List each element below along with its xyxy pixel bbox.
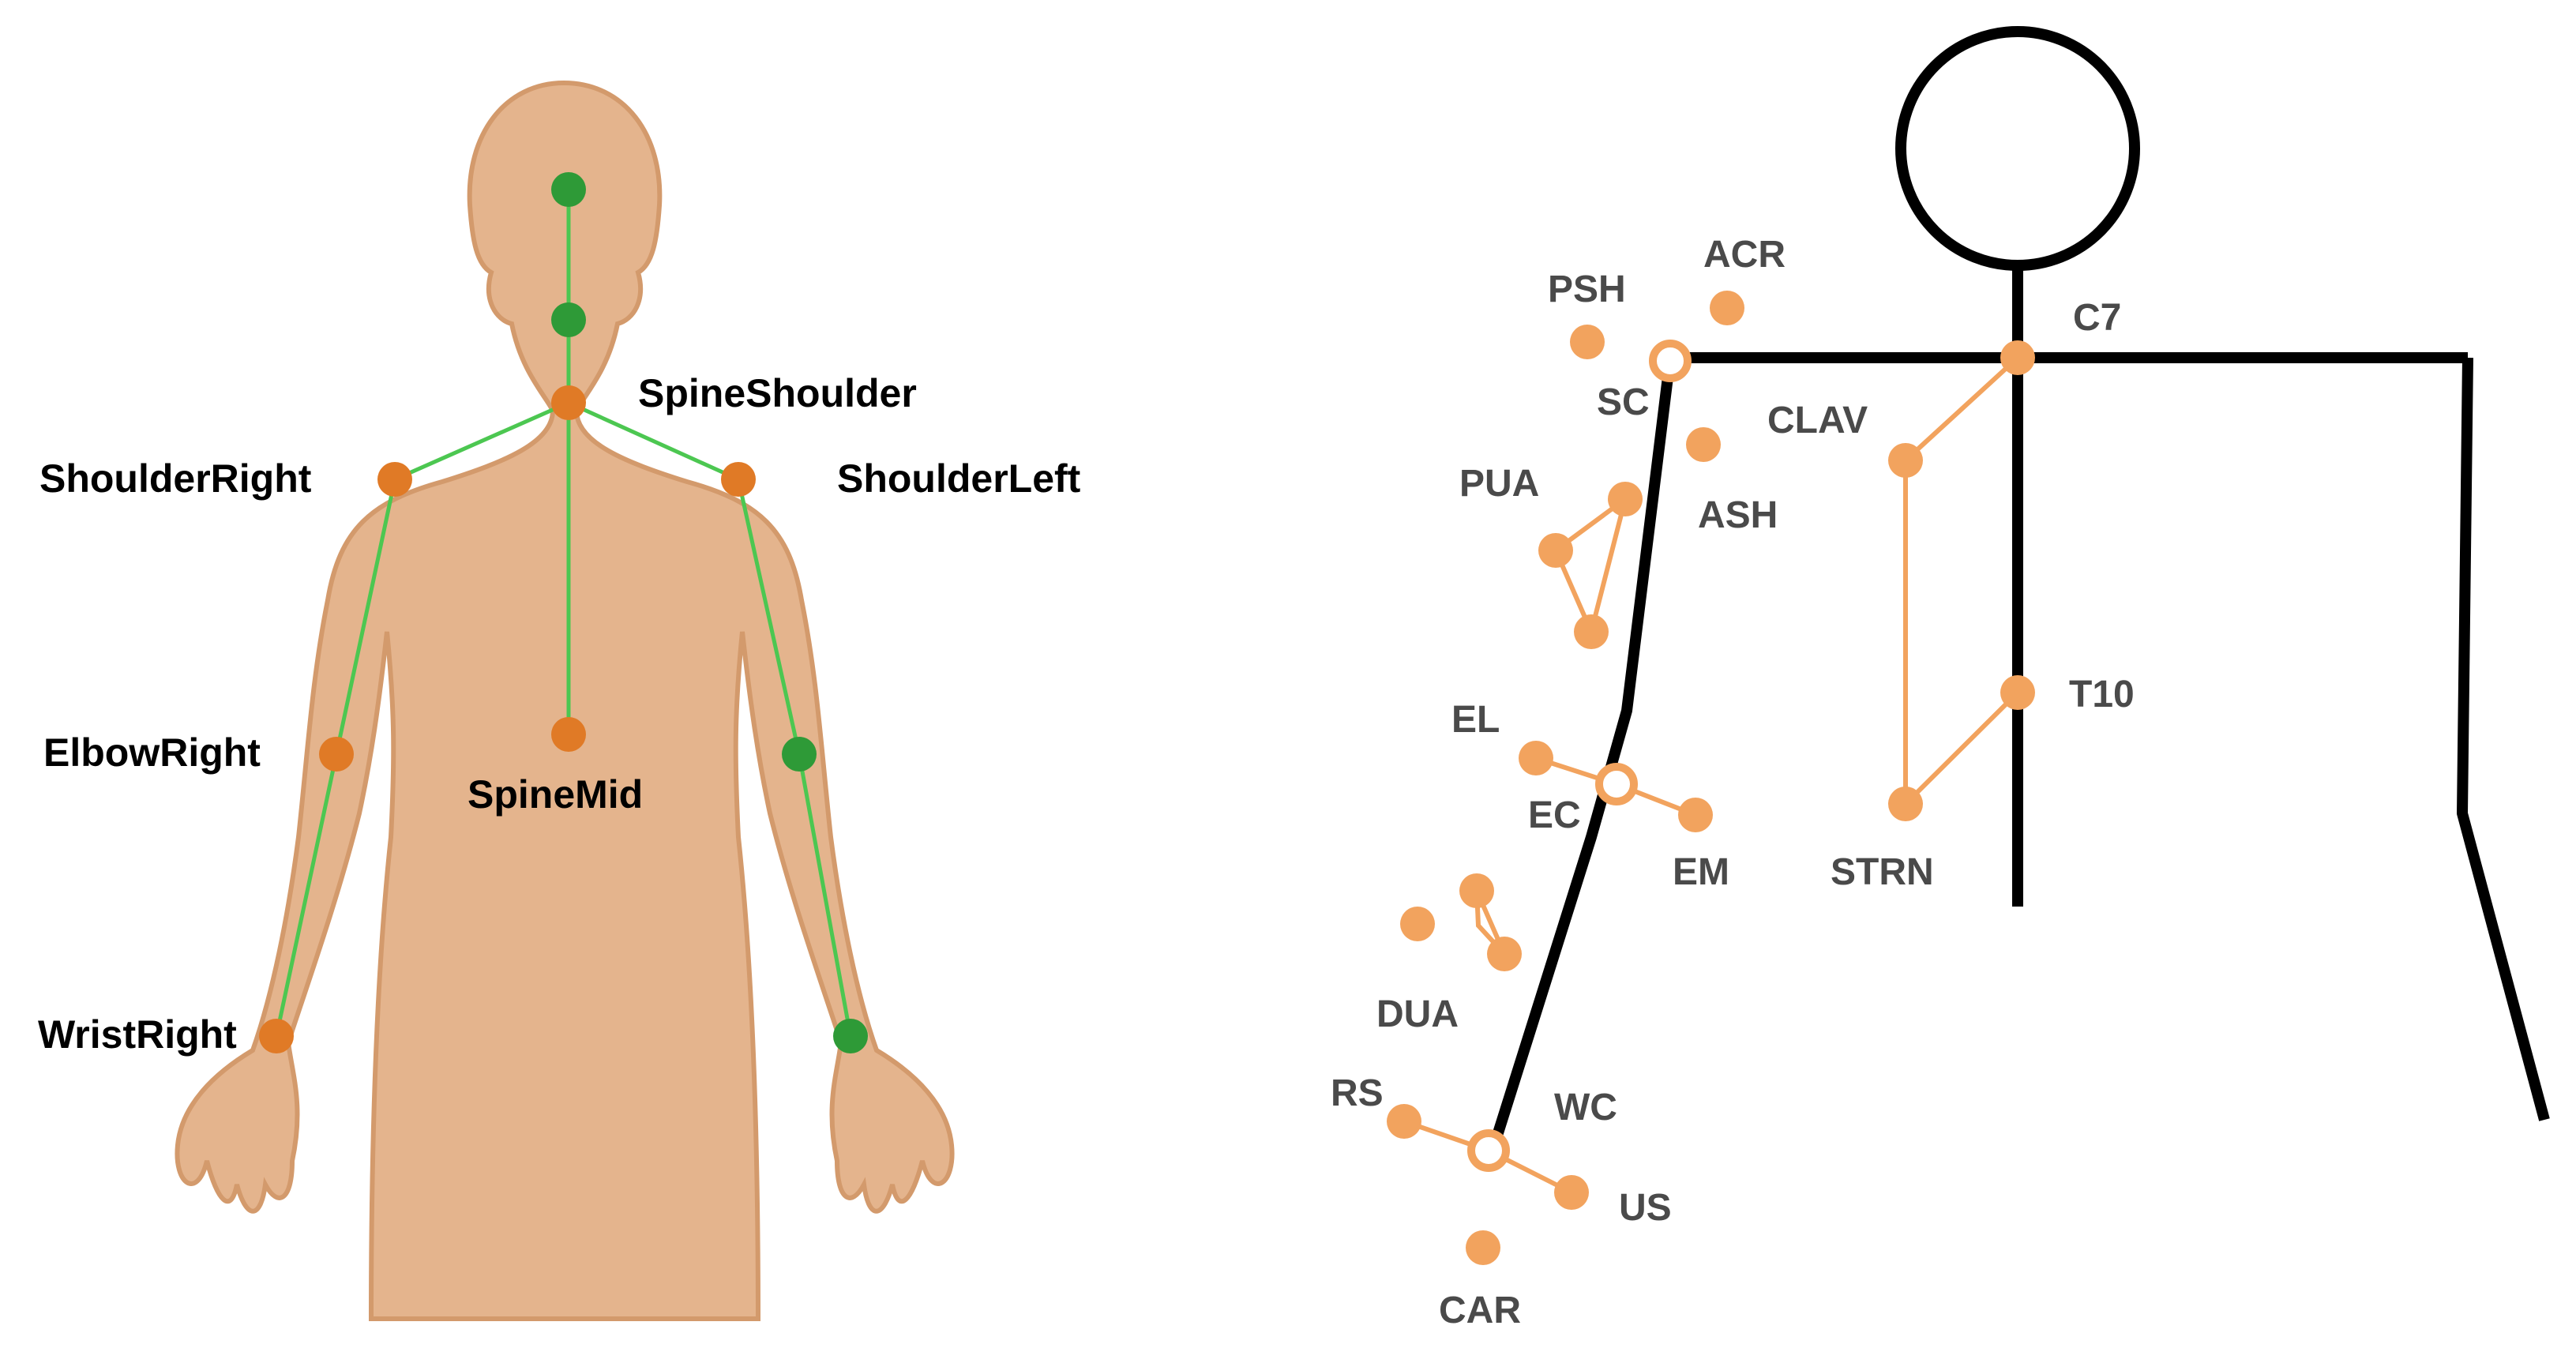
- stick-head: [1895, 26, 2140, 271]
- joint-spine-mid: [551, 717, 586, 752]
- marker-pua-2: [1538, 533, 1573, 568]
- right-panel: ACR PSH C7 SC CLAV PUA ASH T10 EL EC EM …: [1331, 26, 2550, 1331]
- joint-spine-shoulder: [551, 385, 586, 420]
- joint-neck: [551, 302, 586, 337]
- marker-el: [1519, 741, 1553, 775]
- marker-acr: [1710, 291, 1744, 325]
- marker-pua-3: [1574, 614, 1609, 649]
- marker-car: [1466, 1230, 1500, 1265]
- marker-sc: [1649, 340, 1692, 382]
- marker-dua-2: [1400, 907, 1435, 941]
- label-us: US: [1619, 1187, 1672, 1229]
- stick-arm-left: [2457, 357, 2550, 1121]
- markers: [1387, 291, 2035, 1265]
- label-car: CAR: [1439, 1290, 1521, 1331]
- joint-shoulder-left: [721, 462, 756, 497]
- label-pua: PUA: [1459, 463, 1539, 505]
- label-wrist-right: WristRight: [38, 1012, 237, 1057]
- connector-c7-clav-strn-t10: [1903, 355, 2020, 810]
- marker-ash: [1686, 427, 1721, 462]
- label-sc: SC: [1597, 381, 1650, 423]
- label-el: EL: [1451, 699, 1500, 741]
- label-shoulder-left: ShoulderLeft: [837, 456, 1081, 501]
- marker-c7: [2000, 340, 2035, 375]
- label-ash: ASH: [1698, 494, 1778, 536]
- label-shoulder-right: ShoulderRight: [39, 456, 312, 501]
- bone-forearm-left: [797, 752, 853, 1038]
- marker-dua-3: [1487, 937, 1522, 971]
- bone-spineshoulder-shoulderleft: [566, 400, 741, 482]
- marker-labels: ACR PSH C7 SC CLAV PUA ASH T10 EL EC EM …: [1331, 234, 2135, 1331]
- bone-upperarm-left: [736, 477, 802, 757]
- label-spine-shoulder: SpineShoulder: [638, 371, 917, 415]
- connector-pua-cluster: [1553, 493, 1629, 640]
- marker-dua-1: [1459, 873, 1494, 908]
- label-spine-mid: SpineMid: [468, 772, 643, 817]
- skeleton-lines: [274, 187, 853, 1038]
- label-rs: RS: [1331, 1072, 1384, 1114]
- label-t10: T10: [2069, 674, 2135, 715]
- label-strn: STRN: [1831, 851, 1934, 893]
- marker-wc: [1467, 1129, 1510, 1172]
- marker-rs: [1387, 1104, 1421, 1139]
- joint-labels: SpineShoulder ShoulderRight ShoulderLeft…: [38, 371, 1081, 1057]
- left-panel: SpineShoulder ShoulderRight ShoulderLeft…: [38, 80, 1081, 1321]
- marker-ec: [1595, 763, 1638, 805]
- marker-strn: [1888, 787, 1923, 821]
- joint-wrist-right: [259, 1019, 294, 1053]
- bone-spineshoulder-shoulderright: [392, 400, 571, 482]
- marker-pua-1: [1608, 482, 1643, 516]
- marker-clav: [1888, 443, 1923, 478]
- marker-psh: [1570, 325, 1605, 359]
- label-c7: C7: [2073, 297, 2121, 339]
- label-elbow-right: ElbowRight: [43, 730, 261, 775]
- label-clav: CLAV: [1767, 400, 1868, 441]
- marker-us: [1554, 1175, 1589, 1210]
- label-acr: ACR: [1703, 234, 1786, 276]
- joint-wrist-left: [833, 1019, 868, 1053]
- connector-dua-cluster: [1474, 889, 1507, 956]
- marker-em: [1678, 798, 1713, 832]
- joint-elbow-left: [782, 737, 817, 772]
- marker-t10: [2000, 675, 2035, 710]
- bone-upperarm-right: [334, 477, 397, 757]
- joint-head: [551, 172, 586, 207]
- label-wc: WC: [1554, 1087, 1617, 1128]
- joint-shoulder-right: [377, 462, 412, 497]
- label-ec: EC: [1528, 794, 1581, 836]
- joint-elbow-right: [319, 737, 354, 772]
- label-psh: PSH: [1548, 268, 1626, 310]
- bone-forearm-right: [274, 752, 339, 1038]
- skeleton-joints: [259, 172, 868, 1053]
- body-silhouette: [175, 80, 955, 1321]
- stick-figure: [1487, 26, 2550, 1153]
- label-em: EM: [1673, 851, 1729, 893]
- label-dua: DUA: [1376, 993, 1459, 1035]
